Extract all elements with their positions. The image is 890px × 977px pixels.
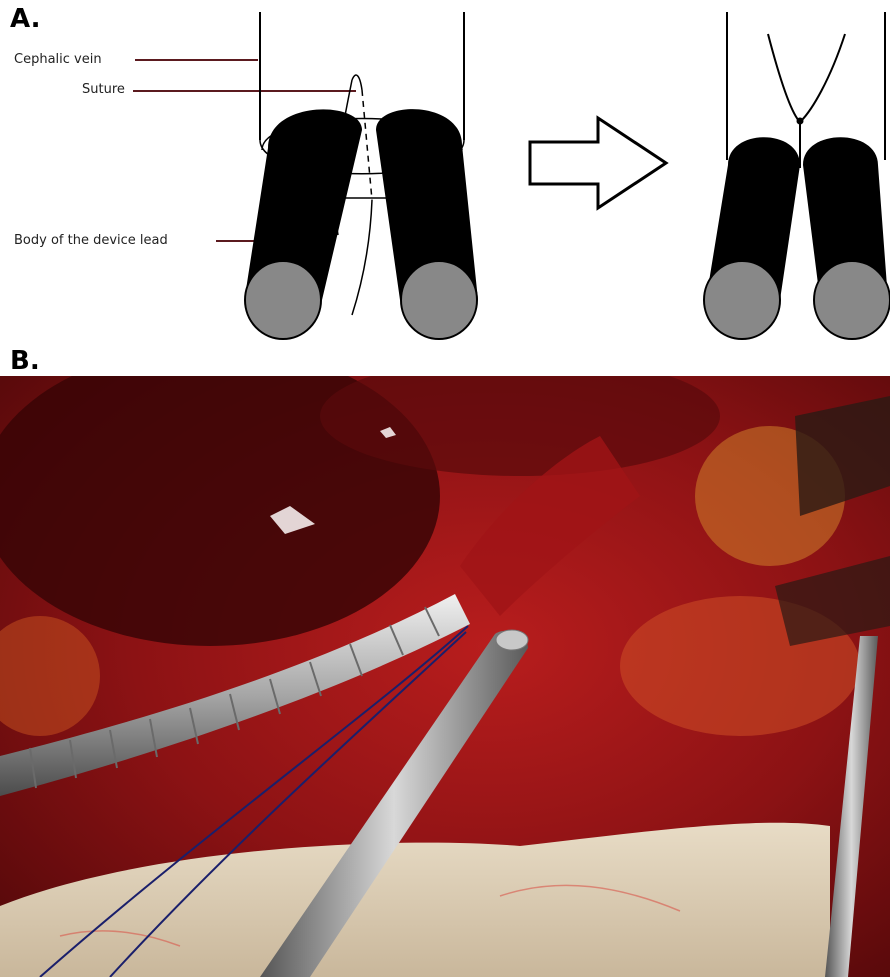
transition-arrow [530,118,666,208]
cephalic-vein-label: Cephalic vein [14,53,102,66]
schematic-diagram [0,0,890,345]
device-lead-right-left [704,137,800,339]
lead-body-label: Body of the device lead [14,234,168,247]
surgical-photo [0,376,890,977]
suture-label: Suture [82,83,125,96]
device-lead-right-right [803,137,890,339]
device-lead-left [245,109,362,339]
device-lead-right [376,109,478,339]
panel-b-label: B. [10,348,40,374]
cephalic-vein-right [727,12,885,160]
